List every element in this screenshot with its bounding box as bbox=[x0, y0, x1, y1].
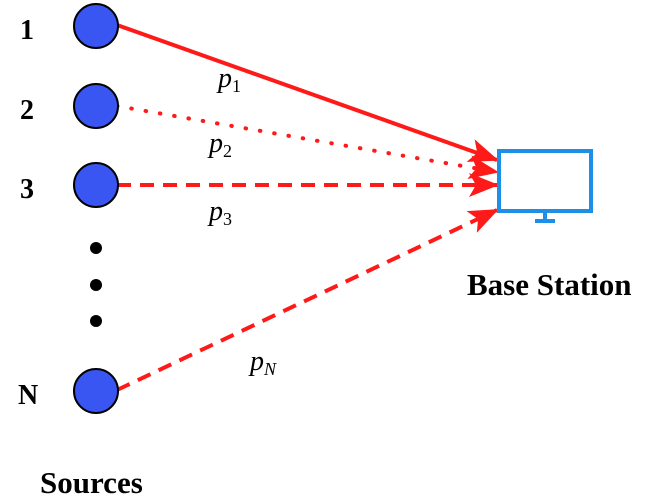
source-node-1 bbox=[73, 3, 119, 49]
link-label-3: p3 bbox=[207, 196, 232, 229]
source-node-n bbox=[73, 368, 119, 414]
ellipsis-dot bbox=[90, 279, 102, 291]
link-label-n: pN bbox=[248, 346, 277, 379]
source-labels-group: 1 2 3 N bbox=[18, 15, 38, 411]
link-label-2: p2 bbox=[207, 128, 232, 161]
source-label-3: 3 bbox=[20, 174, 34, 205]
source-label-1: 1 bbox=[20, 15, 34, 46]
monitor-icon bbox=[497, 149, 593, 223]
source-node-3 bbox=[73, 162, 119, 208]
source-label-2: 2 bbox=[20, 95, 34, 126]
source-label-n: N bbox=[18, 380, 38, 411]
source-node-2 bbox=[73, 83, 119, 129]
link-label-1: p1 bbox=[216, 63, 241, 96]
link-labels-group: p1 p2 p3 pN bbox=[207, 63, 277, 379]
links-group bbox=[115, 23, 499, 392]
base-station-label: Base Station bbox=[467, 267, 632, 302]
monitor-screen bbox=[497, 149, 593, 213]
link-1 bbox=[116, 23, 499, 162]
link-n bbox=[116, 208, 499, 392]
ellipsis-dot bbox=[90, 315, 102, 327]
sources-title: Sources bbox=[40, 465, 143, 500]
ellipsis-dots bbox=[90, 242, 102, 327]
source-nodes-group bbox=[73, 3, 119, 414]
ellipsis-dot bbox=[90, 242, 102, 254]
link-2 bbox=[115, 104, 499, 180]
